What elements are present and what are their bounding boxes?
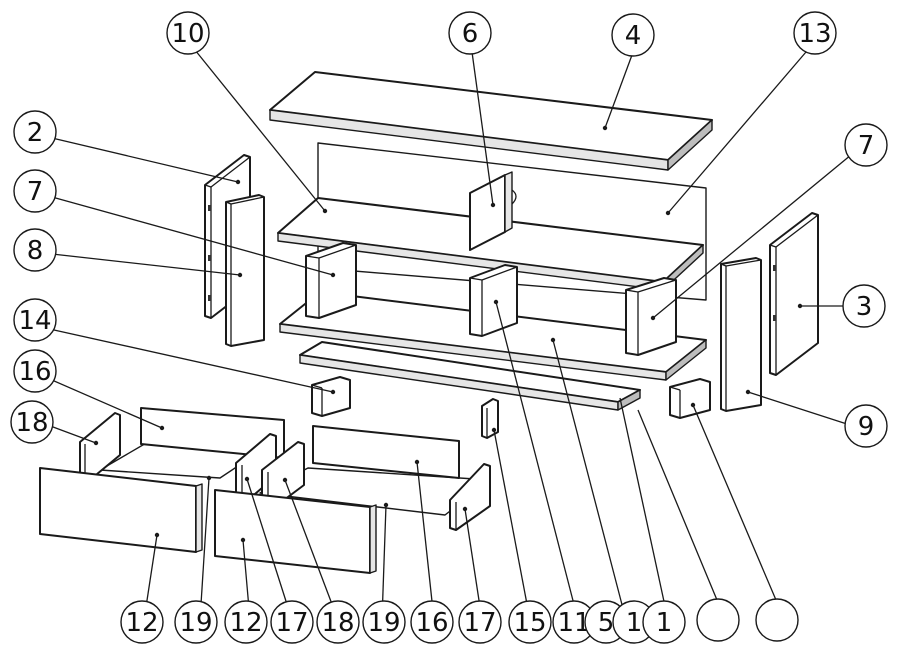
callout-label: 2 bbox=[27, 118, 44, 148]
callout-16-bottom: 16 bbox=[410, 600, 454, 644]
callout-empty-1 bbox=[696, 598, 740, 642]
callout-label: 17 bbox=[275, 608, 308, 638]
callout-label: 10 bbox=[171, 19, 204, 49]
callout-label: 1 bbox=[656, 608, 673, 638]
callout-label: 13 bbox=[798, 19, 831, 49]
callout-label: 18 bbox=[321, 608, 354, 638]
callout-14: 14 bbox=[13, 298, 57, 342]
callout-3: 3 bbox=[842, 284, 886, 328]
callout-label: 19 bbox=[179, 608, 212, 638]
leader-dots bbox=[93, 125, 803, 543]
part-14-plinth bbox=[299, 341, 641, 411]
callout-18: 18 bbox=[10, 400, 54, 444]
part-15-block-left bbox=[311, 376, 351, 417]
callout-1-a: 1 bbox=[612, 600, 656, 644]
callout-12-b: 12 bbox=[224, 600, 268, 644]
callout-label: 18 bbox=[15, 408, 48, 438]
left-drawer-assembly bbox=[39, 407, 285, 553]
callout-label: 9 bbox=[858, 412, 875, 442]
callout-15: 15 bbox=[508, 600, 552, 644]
callout-12-a: 12 bbox=[120, 600, 164, 644]
callout-7-right: 7 bbox=[844, 123, 888, 167]
part-4-top-panel bbox=[269, 71, 713, 171]
callout-17-b: 17 bbox=[458, 600, 502, 644]
part-6-upper-divider bbox=[469, 171, 517, 251]
part-15-block-middle bbox=[481, 398, 499, 439]
callout-label: 3 bbox=[856, 292, 873, 322]
callout-10: 10 bbox=[166, 11, 210, 55]
callout-label: 16 bbox=[18, 357, 51, 387]
callout-label: 5 bbox=[598, 608, 615, 638]
callout-label: 16 bbox=[415, 608, 448, 638]
callout-label: 15 bbox=[513, 608, 546, 638]
callout-13: 13 bbox=[793, 11, 837, 55]
callout-label: 6 bbox=[462, 19, 479, 49]
callout-9: 9 bbox=[844, 404, 888, 448]
callout-18-bottom: 18 bbox=[316, 600, 360, 644]
callout-label: 12 bbox=[229, 608, 262, 638]
callout-1-b: 1 bbox=[642, 600, 686, 644]
callout-label: 4 bbox=[625, 21, 642, 51]
callout-17-a: 17 bbox=[270, 600, 314, 644]
callout-4: 4 bbox=[611, 13, 655, 57]
callout-label: 7 bbox=[858, 131, 875, 161]
callout-19-b: 19 bbox=[362, 600, 406, 644]
callout-label: 8 bbox=[27, 236, 44, 266]
callout-7-left: 7 bbox=[13, 169, 57, 213]
callout-6: 6 bbox=[448, 11, 492, 55]
callout-label: 19 bbox=[367, 608, 400, 638]
callout-2: 2 bbox=[13, 110, 57, 154]
part-7-left-upright bbox=[305, 242, 357, 319]
callout-label: 17 bbox=[463, 608, 496, 638]
part-9-right-trim bbox=[720, 257, 762, 412]
callout-16: 16 bbox=[13, 349, 57, 393]
part-5-middle-upright bbox=[469, 264, 518, 337]
part-7-right-upright bbox=[625, 277, 677, 356]
callout-8: 8 bbox=[13, 228, 57, 272]
part-15-block-right bbox=[669, 378, 711, 419]
right-drawer-assembly bbox=[214, 425, 491, 574]
callout-empty-2 bbox=[755, 598, 799, 642]
callout-label: 1 bbox=[626, 608, 643, 638]
callout-label: 14 bbox=[18, 306, 51, 336]
part-3-right-side-panel bbox=[769, 212, 819, 376]
callout-11: 11 bbox=[552, 600, 596, 644]
callout-label: 12 bbox=[125, 608, 158, 638]
part-8-left-trim bbox=[225, 194, 265, 347]
callout-label: 7 bbox=[27, 177, 44, 207]
callout-19-a: 19 bbox=[174, 600, 218, 644]
